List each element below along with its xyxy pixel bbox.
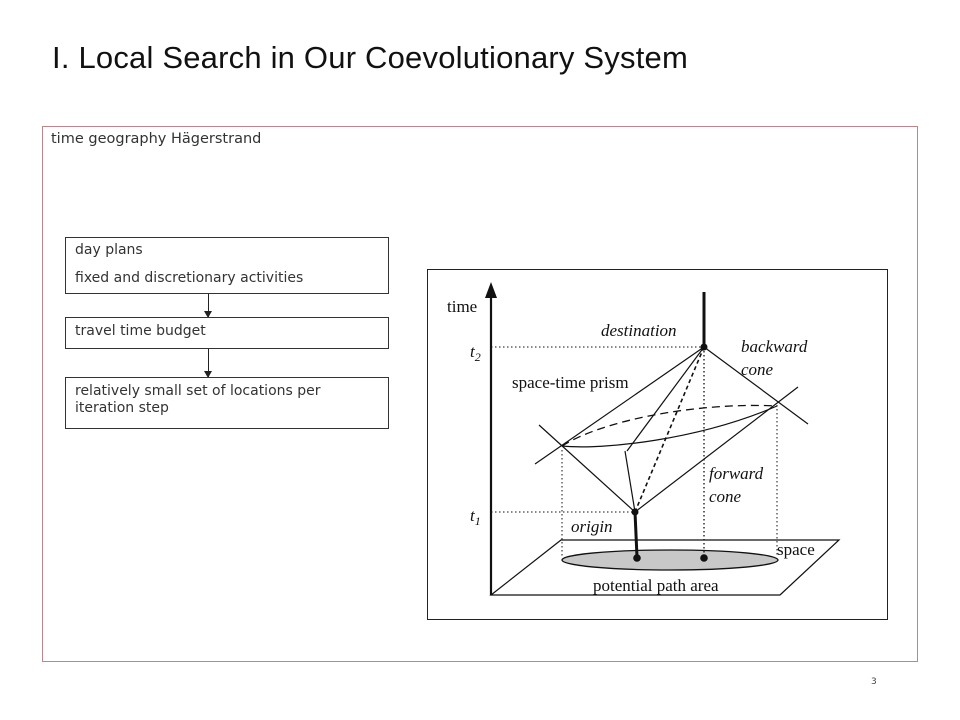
prism-back-edge [561,404,778,447]
t2-label: t2 [470,342,481,364]
subtitle: time geography Hägerstrand [51,131,262,147]
flow-box-day-plans: day plans fixed and discretionary activi… [65,237,389,294]
space-label: space [777,540,815,559]
time-axis-label: time [447,297,477,316]
backward-cone-label-1: backward [741,337,808,356]
flow-box-day-plans-line1: day plans [75,242,143,258]
flow-box-travel-budget-line1: travel time budget [75,323,206,339]
backward-cone-inner [626,346,705,452]
content-frame: time geography Hägerstrand day plans fix… [42,126,918,662]
flow-box-locations-line2: iteration step [75,400,169,416]
forward-cone-right [634,386,799,513]
forward-cone-label-2: cone [709,487,742,506]
t2-subscript: 2 [475,350,481,364]
origin-label: origin [571,517,613,536]
t1-subscript: 1 [475,514,481,528]
destination-ground-point [700,554,708,562]
flow-box-day-plans-line2: fixed and discretionary activities [75,270,304,286]
page-number: 3 [871,677,877,687]
forward-cone-label-1: forward [709,464,764,483]
t2-letter: t [470,342,476,361]
prism-front-edge [561,405,778,448]
forward-cone-left [538,424,636,513]
backward-cone-label-2: cone [741,360,774,379]
time-axis-arrowhead [485,282,497,298]
origin-ground-point [633,554,641,562]
destination-point [700,343,708,351]
forward-cone-inner [624,450,636,513]
potential-path-area-ellipse [561,549,779,571]
flow-box-locations-line1: relatively small set of locations per [75,383,321,399]
destination-label: destination [601,321,677,340]
slide-title: I. Local Search in Our Coevolutionary Sy… [52,40,688,75]
backward-cone-left [534,346,705,465]
prism-label: space-time prism [512,373,629,392]
space-time-prism-figure: time t2 t1 destination backward cone spa… [427,269,888,620]
potential-path-area-label: potential path area [593,576,719,595]
origin-point [631,508,639,516]
flow-box-travel-budget: travel time budget [65,317,389,349]
flow-box-locations: relatively small set of locations per it… [65,377,389,429]
space-plane [489,539,841,596]
t1-label: t1 [470,506,481,528]
origin-path [633,511,639,558]
flow-arrow-1 [204,294,212,318]
t1-letter: t [470,506,476,525]
flow-arrow-2 [204,349,212,378]
backward-cone-right [703,346,809,425]
space-time-prism-diagram: time t2 t1 destination backward cone spa… [447,282,841,596]
prism-hidden-edge [634,346,705,513]
